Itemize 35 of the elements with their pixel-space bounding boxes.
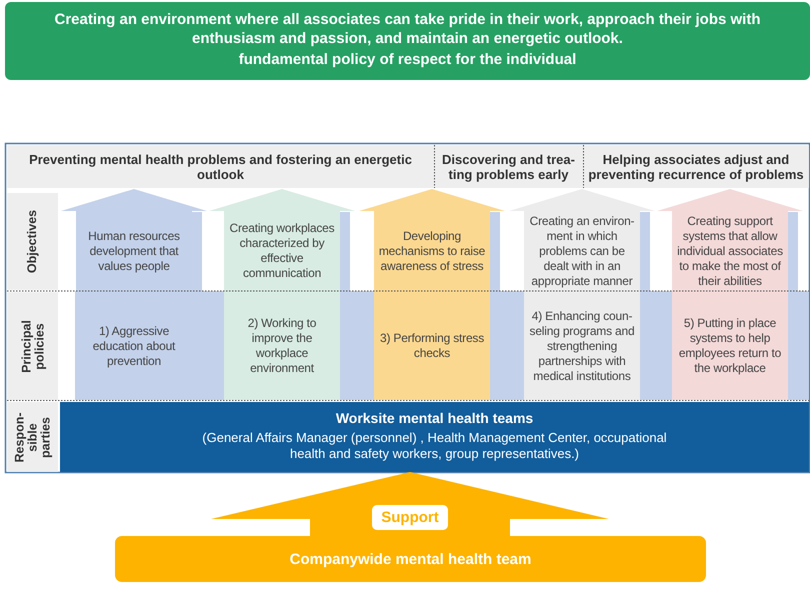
arrow-shaped-panel bbox=[359, 189, 505, 400]
arrow-shaped-panel bbox=[509, 189, 655, 400]
objective-text: Creating support systems that allow individual associates to make the most of their abilities bbox=[676, 212, 784, 290]
team-box bbox=[115, 536, 706, 582]
column-header bbox=[7, 145, 434, 188]
objective-text: Developing mechanisms to raise awareness of stress bbox=[378, 228, 486, 274]
row-header bbox=[7, 193, 58, 290]
team-members: (General Affairs Manager (personnel) , Health Management Center, occupational health and safety workers, group representatives.) bbox=[201, 430, 668, 462]
policy-text: 2) Working to improve the workplace environment bbox=[246, 315, 318, 377]
objective-text: Creating workplaces characterized by effective communication bbox=[228, 220, 336, 282]
objective-text: Creating an environ- ment in which problems can be dealt with in an appropriate manner bbox=[528, 212, 636, 290]
arrow-shaped-panel bbox=[657, 189, 803, 400]
header-text: Discovering and trea- ting problems early bbox=[441, 150, 576, 184]
policy-text: fundamental policy of respect for the individual bbox=[238, 50, 578, 69]
header-text: Helping associates adjust and preventing recurrence of problems bbox=[587, 150, 805, 184]
edge-label: Support bbox=[372, 505, 448, 530]
column-header bbox=[434, 145, 583, 188]
row-header bbox=[7, 402, 58, 472]
policy-text: 5) Putting in place systems to help employees return to the workplace bbox=[678, 315, 782, 377]
team-name: Companywide mental health team bbox=[288, 550, 532, 570]
row-label: Objectives bbox=[24, 208, 40, 276]
policy-text: 1) Aggressive education about prevention bbox=[92, 322, 176, 370]
header-text: Preventing mental health problems and fostering an energetic outlook bbox=[28, 150, 413, 184]
policy-text: 3) Performing stress checks bbox=[378, 330, 486, 362]
column-header bbox=[583, 145, 809, 188]
team-title: Worksite mental health teams bbox=[334, 410, 534, 427]
banner bbox=[5, 2, 810, 80]
arrow-shaped-panel bbox=[209, 189, 355, 400]
row-header bbox=[7, 292, 58, 400]
policy-text: 4) Enhancing coun- seling programs and strengthening partnerships with medical institutions bbox=[528, 308, 636, 384]
objective-text: Human resources development that values people bbox=[87, 228, 181, 274]
row-label: Respon- sible parties bbox=[11, 411, 54, 464]
team-band bbox=[60, 402, 809, 472]
banner-text: Creating an environment where all associates can take pride in their work, approach their jobs with enthusiasm and passion, and maintain an energetic outlook. bbox=[53, 10, 762, 48]
row-label: Principal policies bbox=[18, 318, 48, 374]
